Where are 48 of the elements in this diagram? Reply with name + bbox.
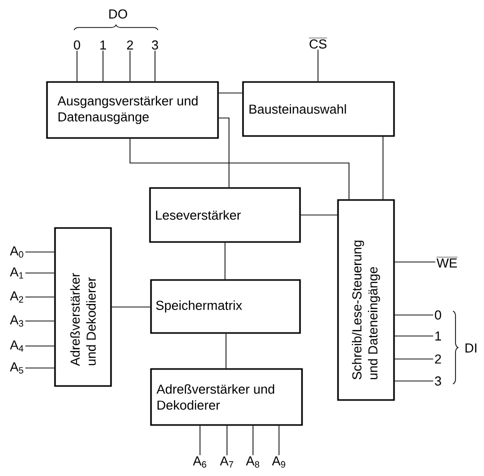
block-box: Speichermatrix xyxy=(150,279,301,334)
pin-line xyxy=(24,272,55,274)
do-label: DO xyxy=(109,9,128,19)
pin-label: A$_{0}$ xyxy=(10,246,24,258)
pin-label: A$_{6}$ xyxy=(192,456,206,468)
connection-line xyxy=(300,214,338,216)
pin-line xyxy=(76,50,78,82)
block-box: Adreßverstärker und Dekodierer xyxy=(54,227,112,387)
pin-label: CS xyxy=(308,38,328,49)
pin-label: 2 xyxy=(127,40,133,50)
pin-label: 3 xyxy=(152,40,158,50)
pin-label: A$_{8}$ xyxy=(246,456,260,468)
connection-line xyxy=(218,92,243,94)
pin-label: 1 xyxy=(100,40,106,50)
pin-label: 0 xyxy=(434,310,442,320)
block-box: Bausteinauswahl xyxy=(242,81,395,137)
pin-label: A$_{7}$ xyxy=(220,456,234,468)
pin-label: 0 xyxy=(74,40,80,50)
pin-line xyxy=(394,358,434,360)
connection-line xyxy=(382,136,384,200)
pin-line xyxy=(278,425,280,456)
pin-line xyxy=(226,425,228,456)
pin-line xyxy=(24,296,55,298)
block-box: Ausgangsverstärker und Datenausgänge xyxy=(46,81,219,139)
pin-line xyxy=(24,320,55,322)
connection-line xyxy=(130,138,350,200)
pin-label: 1 xyxy=(435,332,441,340)
block-box: Adreßverstärker und Dekodierer xyxy=(150,368,303,426)
pin-line xyxy=(394,380,434,382)
connection-line xyxy=(111,306,151,308)
pin-label: A$_{1}$ xyxy=(10,267,24,279)
di-label: DI xyxy=(466,344,476,352)
connection-line xyxy=(224,242,226,280)
pin-label: A$_{9}$ xyxy=(272,456,286,468)
block-box: Leseverstärker xyxy=(149,187,301,243)
pin-label: A$_{2}$ xyxy=(10,291,24,303)
pin-label: A$_{5}$ xyxy=(10,362,24,374)
pin-label: 2 xyxy=(435,354,441,364)
pin-line xyxy=(154,50,156,82)
pin-label: A$_{3}$ xyxy=(10,315,24,327)
connection-line xyxy=(218,118,230,188)
pin-label: 3 xyxy=(434,376,442,386)
pin-label: A$_{4}$ xyxy=(10,340,24,352)
block-box: Schreib/Lese-Steuerung und Dateneingänge xyxy=(337,199,395,401)
pin-line xyxy=(102,50,104,82)
pin-line xyxy=(252,425,254,456)
pin-label: WE xyxy=(436,256,458,268)
pin-line xyxy=(394,314,434,316)
